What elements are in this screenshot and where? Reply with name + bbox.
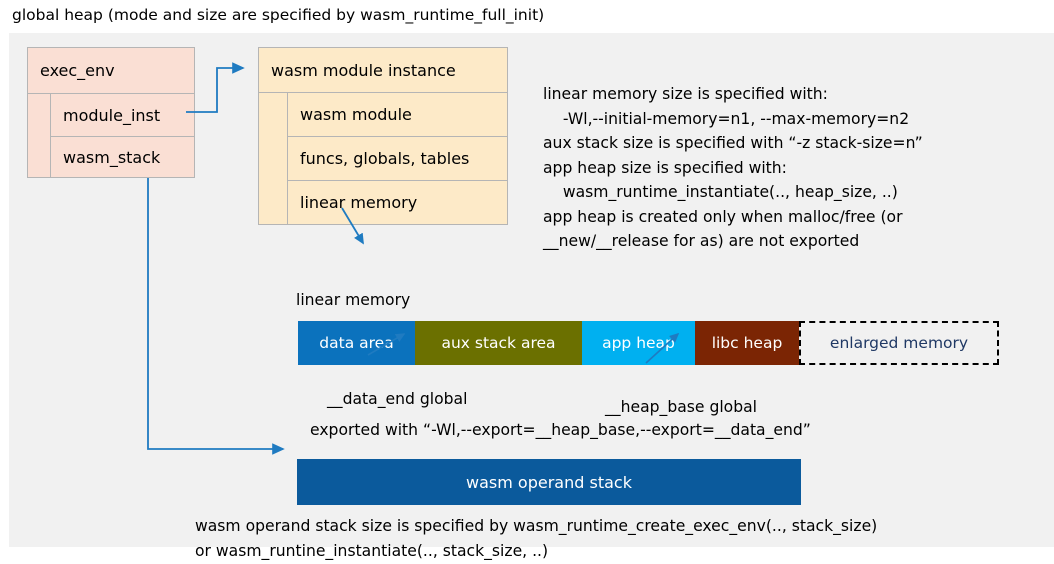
memory-segment-app-heap: app heap: [582, 321, 695, 365]
exec-env-field-wasm-stack: wasm_stack: [50, 137, 194, 177]
module-instance-field-wasm-module: wasm module: [287, 93, 507, 137]
linear-memory-notes: linear memory size is specified with: -W…: [543, 85, 923, 250]
wasm-operand-stack-box: wasm operand stack: [297, 459, 801, 505]
linear-memory-bar-label: linear memory: [296, 291, 411, 309]
wasm-module-instance-box: wasm module instance wasm module funcs, …: [258, 47, 508, 225]
memory-segment-libc-heap: libc heap: [695, 321, 799, 365]
annotation-exported-with: exported with “-Wl,--export=__heap_base,…: [310, 421, 811, 439]
exec-env-box: exec_env module_inst wasm_stack: [27, 47, 195, 178]
exec-env-field-module-inst: module_inst: [50, 94, 194, 137]
module-instance-field-funcs-globals-tables: funcs, globals, tables: [287, 137, 507, 181]
exec-env-title: exec_env: [28, 48, 194, 94]
wasm-module-instance-title: wasm module instance: [259, 48, 507, 93]
annotation-heap-base: __heap_base global: [605, 398, 758, 416]
module-instance-field-linear-memory: linear memory: [287, 181, 507, 224]
memory-segment-data-area: data area: [298, 321, 415, 365]
memory-segment-enlarged-memory: enlarged memory: [799, 321, 999, 365]
annotation-data-end: __data_end global: [327, 390, 468, 408]
operand-stack-note: wasm operand stack size is specified by …: [195, 517, 878, 560]
page-title: global heap (mode and size are specified…: [12, 6, 545, 24]
memory-segment-aux-stack-area: aux stack area: [415, 321, 582, 365]
diagram-canvas: exec_env module_inst wasm_stack wasm mod…: [9, 33, 1054, 560]
